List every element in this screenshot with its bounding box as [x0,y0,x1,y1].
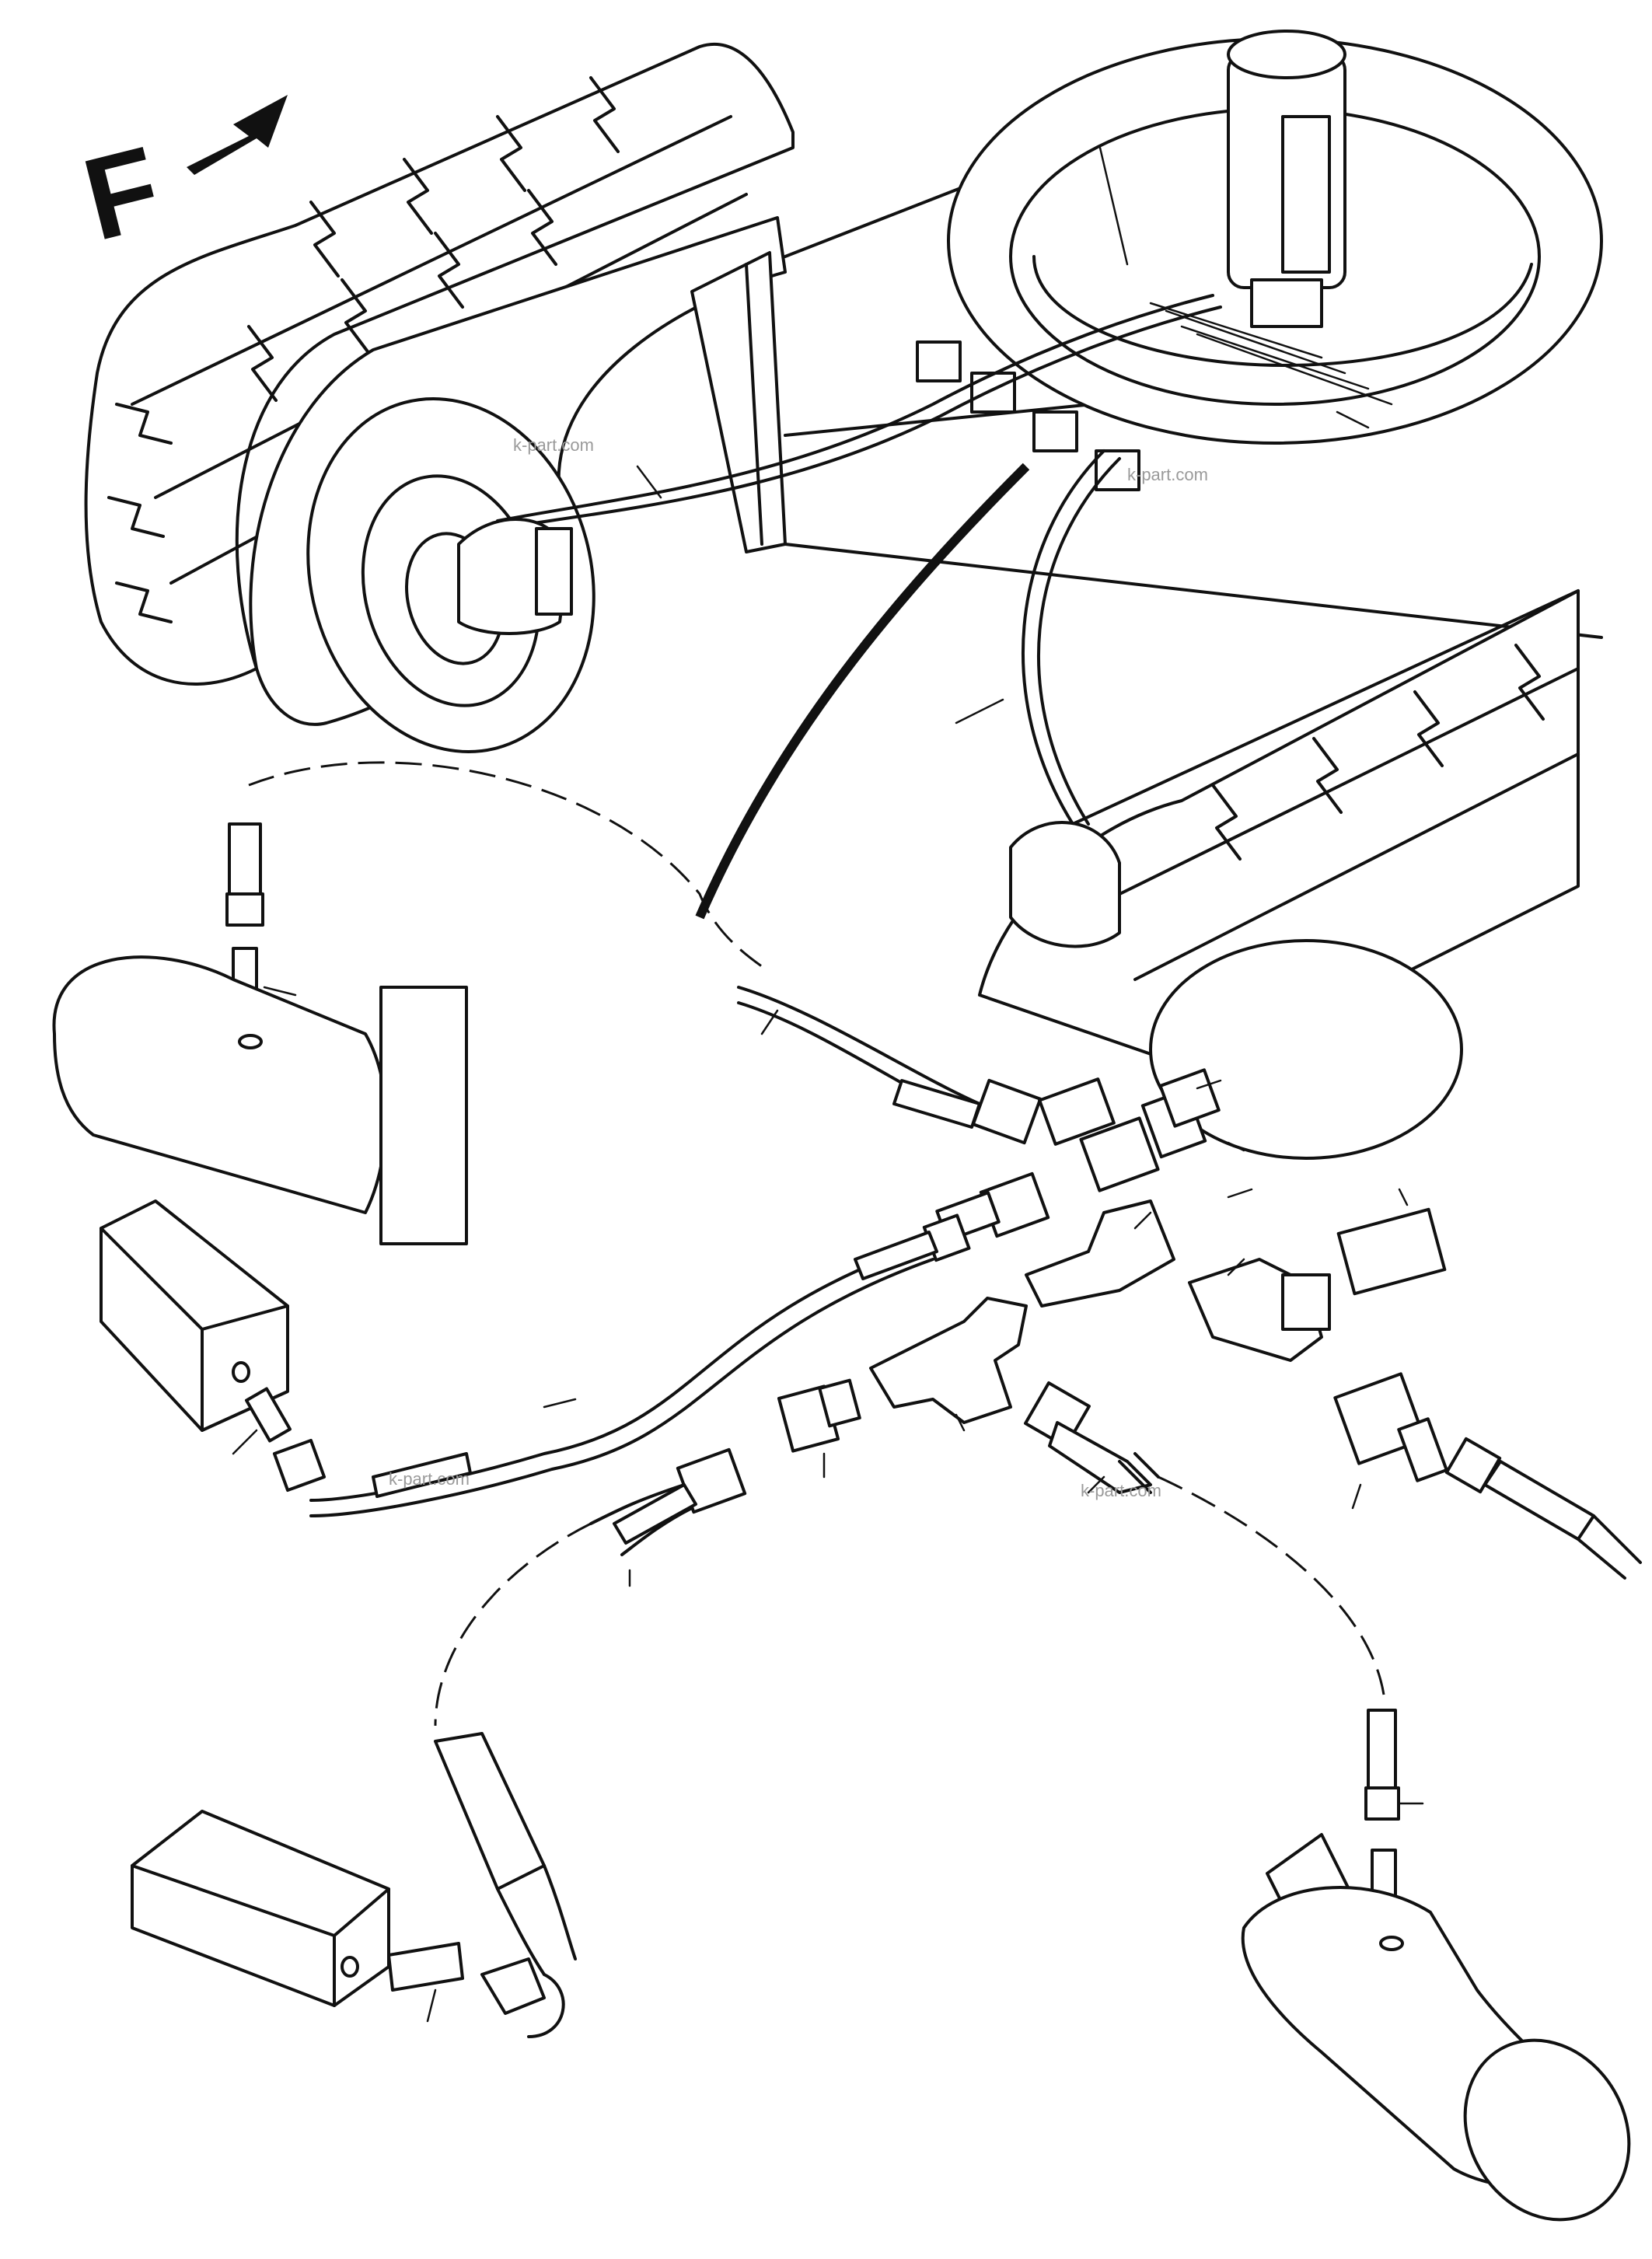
lower-left-hose [434,1732,577,2038]
valve-block-left [100,1199,292,1443]
center-frame [690,131,1603,639]
direction-label: F [72,121,173,265]
watermark: k-part.com [1127,465,1208,484]
left-crawler-track [84,43,795,753]
direction-arrow-icon [187,95,288,175]
watermark: k-part.com [1081,1481,1161,1500]
hose-clamp-group [916,340,1140,491]
middle-hose-assembly [272,1213,971,1517]
valve-block-lower [131,1810,464,2007]
swivel-hoses [496,294,1393,920]
upper-hose-assembly [737,986,1043,1145]
right-fittings [777,1199,1448,1482]
watermark: k-part.com [513,435,594,455]
callout-leaders [232,146,1424,2023]
center-swivel-cylinder [1227,30,1346,328]
left-travel-motor [457,518,573,635]
lower-right-routing [1158,1475,1385,1695]
watermark: k-part.com [389,1469,470,1489]
center-tee-fittings [935,1068,1221,1242]
right-crawler-track [978,589,1580,1160]
left-motor-port [52,822,468,1245]
hose-routing-path [248,761,770,973]
lower-hose-assembly [589,1381,1642,1580]
lower-left-routing [434,1522,592,1727]
right-motor-port [1241,1709,1631,2222]
